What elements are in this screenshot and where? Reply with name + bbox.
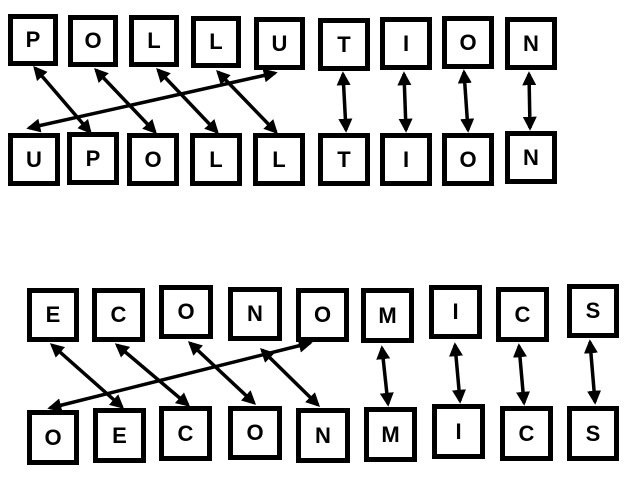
- letter-box: C: [496, 287, 549, 342]
- letter-box: N: [228, 287, 282, 341]
- letter-box: N: [296, 408, 350, 463]
- double-arrow: [33, 65, 92, 135]
- double-arrow: [513, 343, 530, 406]
- double-arrow: [376, 345, 394, 407]
- letter-box: O: [27, 410, 79, 465]
- double-arrow: [26, 68, 278, 133]
- letter-box: I: [380, 133, 432, 186]
- letter-box: I: [429, 285, 482, 339]
- letter-box: O: [442, 133, 494, 186]
- letter-box: S: [567, 284, 619, 338]
- double-arrow: [522, 71, 537, 131]
- letter-box: T: [318, 18, 370, 71]
- letter-box: U: [8, 133, 60, 186]
- letter-box: P: [8, 14, 58, 66]
- letter-box: C: [500, 406, 553, 461]
- double-arrow: [457, 69, 475, 133]
- double-arrow: [336, 71, 353, 133]
- double-arrow: [156, 67, 219, 135]
- letter-box: O: [296, 288, 349, 342]
- letter-box: N: [505, 131, 557, 184]
- double-arrow: [187, 341, 257, 405]
- letter-box: M: [364, 407, 417, 462]
- double-arrow: [260, 348, 320, 407]
- letter-box: L: [191, 16, 241, 68]
- letter-box: L: [253, 133, 305, 186]
- letter-box: S: [567, 406, 619, 461]
- double-arrow: [397, 71, 413, 133]
- letter-box: P: [67, 132, 119, 185]
- letter-box: E: [93, 408, 146, 463]
- double-arrow: [449, 342, 466, 404]
- letter-box: O: [442, 16, 494, 69]
- letter-box: I: [432, 404, 485, 459]
- letter-box: E: [27, 288, 79, 342]
- letter-box: O: [68, 15, 118, 67]
- letter-box: M: [361, 288, 414, 343]
- letter-box: U: [254, 17, 305, 70]
- letter-box: N: [505, 17, 557, 70]
- double-arrow: [47, 338, 313, 413]
- letter-box: T: [318, 133, 370, 186]
- letter-box: O: [159, 285, 213, 339]
- letter-box: O: [228, 406, 282, 460]
- letter-box: O: [127, 133, 179, 186]
- letter-box: L: [190, 133, 242, 186]
- letter-box: L: [129, 15, 179, 67]
- double-arrow: [583, 339, 602, 405]
- letter-box: I: [380, 17, 432, 70]
